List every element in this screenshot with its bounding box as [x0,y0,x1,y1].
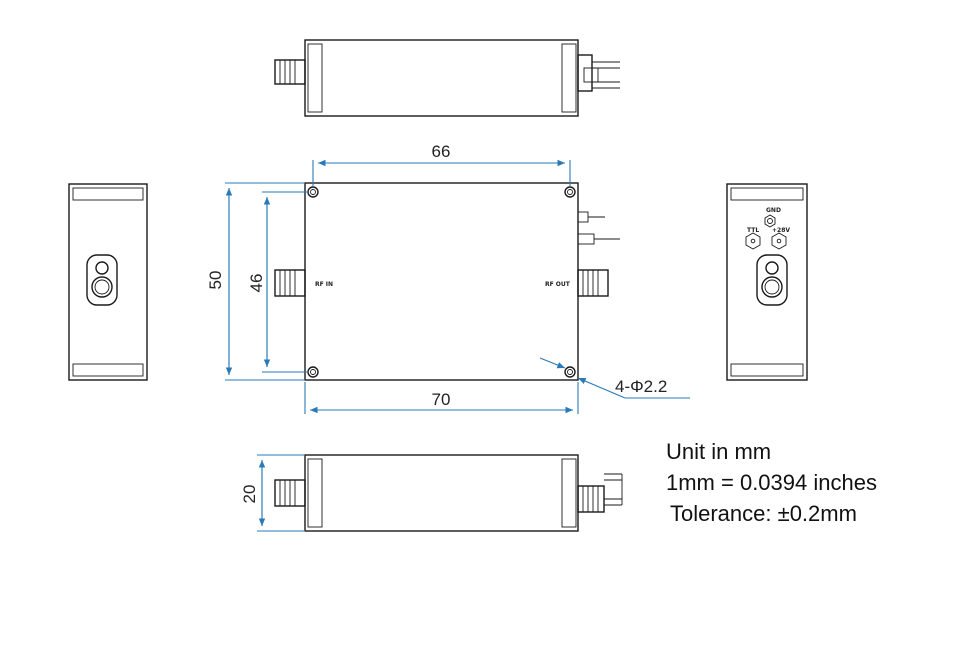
unit-note: Unit in mm [666,439,772,464]
hole-callout-text: 4-Φ2.2 [615,377,667,396]
dim-70-text: 70 [432,390,451,409]
ttl-label: TTL [747,227,759,234]
right-end-view: GND TTL +28V [726,183,808,381]
dim-50: 50 [206,182,305,381]
dim-66-text: 66 [432,142,451,161]
dim-66: 66 [312,142,571,186]
rf-out-label: RF OUT [545,281,571,288]
dim-20-text: 20 [240,485,259,504]
bottom-side-view [274,454,623,532]
supply-label: +28V [772,227,790,234]
plan-view: RF IN RF OUT [274,182,620,381]
notes-block: Unit in mm 1mm = 0.0394 inches Tolerance… [666,436,877,529]
dim-46-text: 46 [247,274,266,293]
hole-callout: 4-Φ2.2 [539,357,690,399]
tolerance-note: Tolerance: ±0.2mm [670,501,857,526]
rf-in-label: RF IN [315,281,333,288]
dim-20: 20 [240,454,305,532]
dim-70: 70 [304,382,579,414]
dim-46: 46 [247,191,308,373]
dim-50-text: 50 [206,271,225,290]
top-side-view [274,39,620,117]
gnd-label: GND [766,207,781,214]
left-end-view [68,183,148,381]
conversion-note: 1mm = 0.0394 inches [666,470,877,495]
